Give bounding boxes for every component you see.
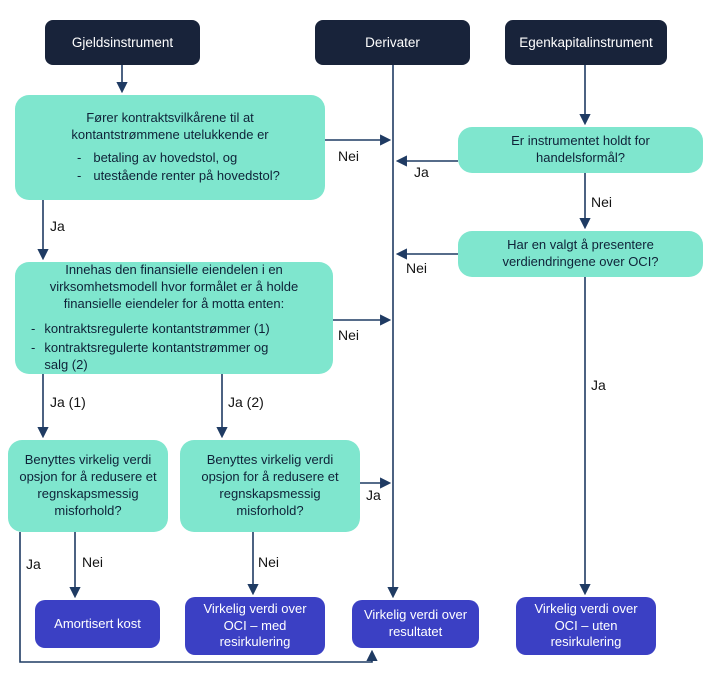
edge-label-fvo2-ja: Ja: [366, 487, 381, 503]
node-label: Egenkapitalinstrument: [519, 34, 653, 50]
node-label: Har en valgt å presentere verdiendringen…: [502, 237, 659, 269]
node-amortisert-kost: Amortisert kost: [35, 600, 160, 648]
node-label: Amortisert kost: [54, 615, 141, 631]
bullet-text: utestående renter på hovedstol?: [93, 168, 280, 184]
edge-label-fvo2-nei: Nei: [258, 554, 280, 570]
node-intro-text: Fører kontraktsvilkårene til at kontants…: [71, 109, 269, 142]
bullet-dash: -: [31, 339, 36, 355]
edge-label-handel-ja: Ja: [414, 164, 429, 180]
node-label: Gjeldsinstrument: [71, 34, 174, 50]
node-fvoci-uten-resirkulering: Virkelig verdi over OCI – uten resirkule…: [516, 597, 656, 655]
edge-fvo1-ja: [19, 532, 378, 663]
bullet-item: - betaling av hovedstol, og: [77, 150, 280, 167]
node-sppi-test: Fører kontraktsvilkårene til at kontants…: [15, 95, 325, 200]
bullet-text: betaling av hovedstol, og: [93, 149, 238, 165]
node-oci-valg: Har en valgt å presentere verdiendringen…: [458, 231, 703, 277]
node-derivater: Derivater: [315, 20, 470, 65]
bullet-list: - kontraktsregulerte kontantstrømmer (1)…: [31, 319, 279, 374]
node-fvoci-med-resirkulering: Virkelig verdi over OCI – med resirkuler…: [185, 597, 325, 655]
bullet-dash: -: [77, 149, 82, 165]
bullet-dash: -: [31, 321, 36, 336]
node-label: Derivater: [365, 34, 420, 50]
node-fvo-1: Benyttes virkelig verdi opsjon for å red…: [8, 440, 168, 532]
edge-label-handel-nei: Nei: [591, 194, 613, 210]
node-label: Er instrumentet holdt for handelsformål?: [511, 133, 650, 165]
bullet-dash: -: [77, 168, 82, 184]
bullet-text: kontraktsregulerte kontantstrømmer (1): [44, 321, 270, 336]
bullet-text: kontraktsregulerte kontantstrømmer og sa…: [44, 339, 269, 372]
edge-label-oci-nei: Nei: [406, 260, 428, 276]
node-fvtpl: Virkelig verdi over resultatet: [352, 600, 479, 648]
node-label: Benyttes virkelig verdi opsjon for å red…: [201, 452, 339, 518]
edge-label-modell-ja2: Ja (2): [228, 394, 264, 410]
node-fvo-2: Benyttes virkelig verdi opsjon for å red…: [180, 440, 360, 532]
node-label: Virkelig verdi over OCI – med resirkuler…: [203, 600, 307, 650]
node-virksomhetsmodell: Innehas den finansielle eiendelen i en v…: [15, 262, 333, 374]
node-intro-text: Innehas den finansielle eiendelen i en v…: [49, 262, 299, 312]
node-label: Virkelig verdi over resultatet: [363, 607, 468, 639]
bullet-list: - betaling av hovedstol, og - utestående…: [77, 148, 280, 186]
edge-label-modell-nei: Nei: [338, 327, 360, 343]
bullet-item: - utestående renter på hovedstol?: [77, 168, 280, 185]
node-label: Virkelig verdi over OCI – uten resirkule…: [534, 600, 638, 650]
node-label: Benyttes virkelig verdi opsjon for å red…: [19, 452, 157, 518]
edge-label-fvo1-nei: Nei: [82, 554, 104, 570]
edge-label-fvo1-ja: Ja: [26, 556, 41, 572]
bullet-item: - kontraktsregulerte kontantstrømmer og …: [31, 340, 279, 374]
edge-label-oci-ja: Ja: [591, 377, 606, 393]
edge-label-sppi-nei: Nei: [338, 148, 360, 164]
node-holdt-for-handel: Er instrumentet holdt for handelsformål?: [458, 127, 703, 173]
node-egenkapitalinstrument: Egenkapitalinstrument: [505, 20, 667, 65]
bullet-item: - kontraktsregulerte kontantstrømmer (1): [31, 321, 279, 338]
node-gjeldsinstrument: Gjeldsinstrument: [45, 20, 200, 65]
edge-label-modell-ja1: Ja (1): [50, 394, 86, 410]
edge-label-sppi-ja: Ja: [50, 218, 65, 234]
